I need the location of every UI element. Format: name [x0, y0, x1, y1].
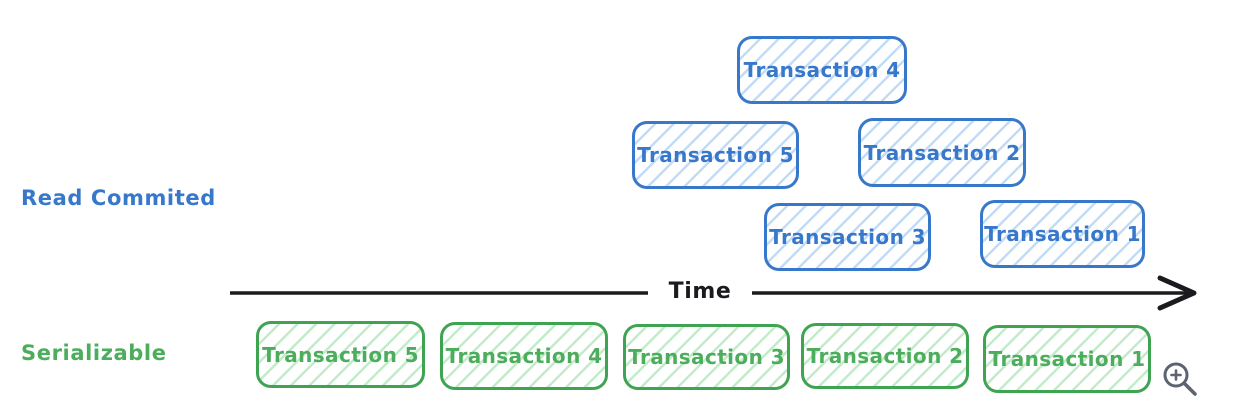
transaction-box-label: Transaction 4 [743, 58, 901, 82]
time-axis-label: Time [648, 279, 752, 304]
transaction-box-label: Transaction 4 [445, 344, 603, 368]
read-committed-box-transaction-3: Transaction 3 [764, 203, 931, 271]
read-committed-box-transaction-2: Transaction 2 [858, 118, 1026, 187]
serializable-box-transaction-5: Transaction 5 [256, 321, 425, 388]
transaction-box-label: Transaction 1 [988, 347, 1146, 371]
read-committed-box-transaction-1: Transaction 1 [980, 200, 1145, 268]
zoom-in-icon-glyph [1163, 362, 1197, 396]
zoom-in-icon[interactable] [1160, 359, 1202, 401]
read-committed-row-label: Read Commited [21, 186, 216, 210]
serializable-box-transaction-4: Transaction 4 [440, 322, 608, 390]
read-committed-box-transaction-4: Transaction 4 [737, 36, 907, 104]
serializable-row-label: Serializable [21, 341, 167, 365]
read-committed-box-transaction-5: Transaction 5 [632, 121, 799, 189]
transaction-box-label: Transaction 2 [863, 140, 1021, 165]
transaction-box-label: Transaction 5 [262, 342, 419, 367]
transaction-box-label: Transaction 2 [806, 344, 964, 368]
transaction-box-label: Transaction 3 [628, 345, 785, 369]
serializable-box-transaction-2: Transaction 2 [801, 323, 969, 389]
serializable-box-transaction-1: Transaction 1 [983, 325, 1151, 393]
transaction-box-label: Transaction 3 [769, 225, 926, 249]
serializable-box-transaction-3: Transaction 3 [623, 324, 790, 390]
transaction-box-label: Transaction 5 [637, 143, 794, 167]
transaction-box-label: Transaction 1 [984, 222, 1141, 246]
